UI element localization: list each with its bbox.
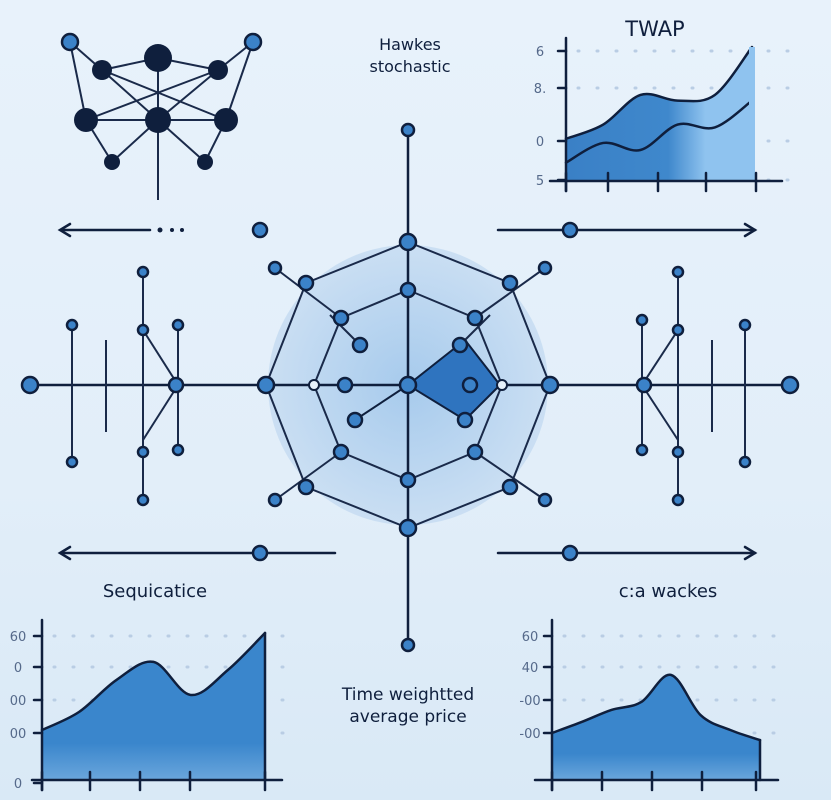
y-tick-label: 8. xyxy=(534,82,546,97)
radial-network xyxy=(20,122,800,653)
radial-node xyxy=(399,281,417,299)
bottom-left-chart-title: Sequicatice xyxy=(103,581,207,602)
network-node xyxy=(144,44,172,72)
y-tick-label: -00 xyxy=(519,727,540,742)
timeline-arrows xyxy=(57,221,758,562)
radial-node xyxy=(399,471,417,489)
left-ladder-nodes xyxy=(65,265,185,507)
network-node xyxy=(145,107,171,133)
area-fill xyxy=(552,674,760,780)
area-fill xyxy=(566,47,752,181)
network-node xyxy=(74,108,98,132)
network-node xyxy=(197,154,213,170)
network-node xyxy=(104,154,120,170)
radial-node xyxy=(398,518,418,538)
center-caption-line2: average price xyxy=(349,707,466,727)
twap-title: TWAP xyxy=(624,17,684,41)
area-fill xyxy=(42,633,265,780)
hawkes-label-line2: stochastic xyxy=(370,57,451,76)
y-tick-label: 40 xyxy=(522,661,539,676)
y-tick-label: 60 xyxy=(522,630,539,645)
network-node xyxy=(208,60,228,80)
timeline-node xyxy=(561,221,579,239)
network-node xyxy=(60,32,80,52)
radial-node xyxy=(540,375,560,395)
center-caption-line1: Time weightted xyxy=(341,685,474,705)
y-tick-label: 5 xyxy=(536,174,544,189)
hawkes-label-line1: Hawkes xyxy=(379,35,441,54)
y-tick-label: 0 xyxy=(14,777,22,792)
y-tick-label: 00 xyxy=(10,727,27,742)
network-node xyxy=(243,32,263,52)
y-tick-label: 0 xyxy=(536,135,544,150)
series-line-main xyxy=(550,673,762,742)
network-node xyxy=(214,108,238,132)
network-graph xyxy=(60,32,263,200)
bottom-right-chart: 60 40 -00 -00 xyxy=(519,618,790,792)
network-node xyxy=(92,60,112,80)
radial-node xyxy=(400,637,416,653)
y-tick-label: 0 xyxy=(14,661,22,676)
radial-node xyxy=(780,375,800,395)
series-line-main xyxy=(40,631,267,732)
radial-node xyxy=(20,375,40,395)
twap-chart: 68.05 xyxy=(534,36,794,193)
timeline-node xyxy=(251,221,269,239)
radial-node xyxy=(256,375,276,395)
timeline-node xyxy=(561,544,579,562)
bottom-right-chart-title: c:a wackes xyxy=(619,581,718,602)
y-tick-label: 60 xyxy=(10,630,27,645)
radial-node xyxy=(400,122,416,138)
radial-node xyxy=(398,232,418,252)
y-tick-label: 00 xyxy=(10,694,27,709)
series-line-upper xyxy=(564,45,754,140)
y-tick-label: -00 xyxy=(519,694,540,709)
y-tick-label: 6 xyxy=(536,45,544,60)
right-ladder-nodes xyxy=(635,265,752,507)
right-ladder xyxy=(641,272,746,500)
timeline-node xyxy=(251,544,269,562)
series-line-lower xyxy=(564,99,754,164)
